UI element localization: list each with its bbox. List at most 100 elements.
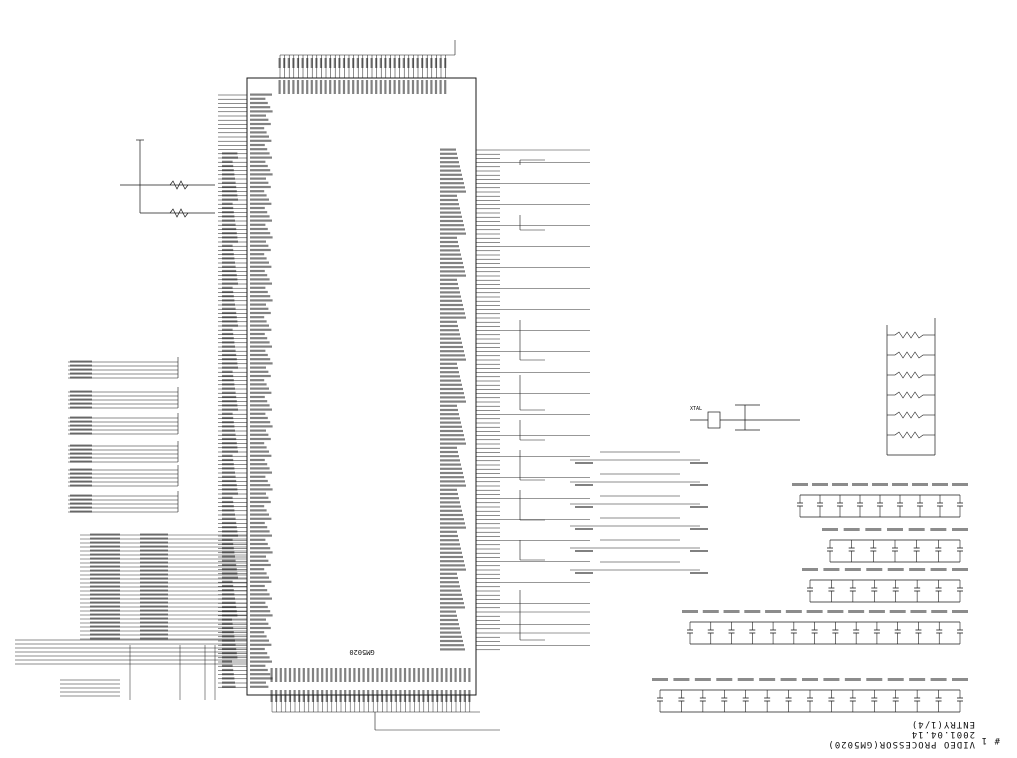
pin-label-glyph [352, 80, 355, 94]
pin-label-glyph [222, 551, 235, 554]
pin-label-glyph [250, 542, 268, 546]
pin-label-glyph [222, 618, 232, 621]
pin-label-glyph [440, 631, 461, 634]
pin-label-glyph [384, 58, 387, 68]
crystal-oscillator: XTAL [690, 404, 800, 431]
pin-label-glyph [575, 484, 593, 486]
title-block: # 1 VIDEO PROCESSOR(GM5020) 2001.04.14 E… [827, 719, 1000, 749]
pin-label-glyph [250, 685, 269, 688]
pin-label-glyph [334, 668, 338, 682]
pin-label-glyph [440, 261, 463, 265]
capacitor-label-glyph [759, 678, 776, 681]
pin-label-glyph [250, 374, 271, 378]
pin-label-glyph [222, 492, 238, 495]
pin-label-glyph [440, 341, 462, 344]
pin-label-glyph [388, 58, 392, 68]
pin-label-glyph [440, 404, 457, 407]
pin-label-glyph [311, 668, 315, 682]
pin-label-glyph [440, 177, 463, 181]
pin-label-glyph [344, 668, 347, 682]
capacitor-label-glyph [872, 483, 888, 486]
pin-label-glyph [250, 467, 270, 470]
pin-label-glyph [250, 93, 272, 96]
pin-label-glyph [250, 379, 265, 382]
pin-label-glyph [140, 569, 168, 572]
pin-label-glyph [222, 387, 235, 390]
pin-label-glyph [90, 545, 120, 548]
capacitor-label-glyph [930, 528, 947, 531]
pin-label-glyph [250, 148, 268, 151]
pin-label-glyph [342, 80, 346, 94]
pin-label-glyph [440, 278, 457, 281]
pin-label-glyph [222, 345, 235, 348]
pin-label-glyph [339, 668, 342, 682]
pin-label-glyph [222, 454, 233, 457]
pin-label-glyph [440, 253, 461, 256]
pin-label-glyph [70, 416, 92, 419]
pin-label-glyph [440, 362, 457, 365]
pin-label-glyph [440, 169, 461, 172]
pin-label-glyph [250, 127, 265, 130]
capacitor-label-glyph [832, 483, 848, 486]
pin-label-glyph [250, 551, 273, 554]
pin-label-glyph [222, 580, 233, 583]
pin-label-glyph [70, 372, 92, 375]
capacitor-label-glyph [694, 678, 711, 681]
pin-label-glyph [440, 564, 465, 567]
pin-label-glyph [222, 307, 236, 310]
pin-label-glyph [222, 202, 233, 205]
pin-label-glyph [250, 366, 266, 369]
pin-label-glyph [440, 690, 443, 702]
pin-label-glyph [440, 610, 456, 613]
pin-label-glyph [250, 471, 272, 474]
pin-label-glyph [90, 573, 120, 576]
pin-label-glyph [250, 286, 266, 289]
pin-label-glyph [250, 156, 272, 159]
pin-label-glyph [90, 557, 120, 560]
pin-label-glyph [454, 668, 457, 682]
pin-label-glyph [440, 543, 460, 546]
pin-label-glyph [440, 245, 459, 248]
pin-label-glyph [440, 383, 462, 386]
pin-label-glyph [222, 412, 233, 415]
pin-label-glyph [222, 198, 238, 201]
pin-label-glyph [399, 668, 402, 682]
pin-label-glyph [222, 257, 235, 260]
pin-label-glyph [222, 328, 233, 331]
pin-label-glyph [70, 402, 92, 405]
pin-label-glyph [70, 398, 92, 401]
pin-label-glyph [250, 458, 265, 462]
pin-label-glyph [440, 668, 443, 682]
capacitor-label-glyph [865, 528, 882, 531]
pin-label-glyph [222, 211, 234, 214]
pin-label-glyph [375, 80, 378, 94]
pin-label-glyph [408, 668, 411, 682]
capacitor-label-glyph [652, 678, 668, 681]
pin-label-glyph [440, 438, 465, 441]
pin-label-glyph [440, 299, 462, 302]
pin-label-glyph [325, 668, 328, 682]
pin-label-glyph [334, 690, 338, 702]
pin-label-glyph [90, 633, 120, 636]
pin-label-glyph [324, 80, 327, 94]
schematic-pin-labels [70, 58, 708, 702]
pin-label-glyph [440, 551, 462, 554]
pin-label-glyph [440, 639, 463, 643]
pin-label-glyph [250, 589, 268, 592]
pin-label-glyph [222, 173, 235, 176]
pin-label-glyph [440, 623, 459, 626]
pin-label-glyph [250, 454, 272, 457]
pin-label-glyph [90, 537, 120, 540]
pin-label-glyph [250, 122, 271, 126]
pin-label-glyph [330, 668, 333, 682]
pin-label-glyph [440, 421, 461, 424]
pin-label-glyph [440, 455, 459, 458]
pin-label-glyph [367, 690, 370, 702]
pin-label-glyph [575, 550, 593, 552]
pin-label-glyph [440, 371, 459, 374]
pin-label-glyph [222, 479, 237, 483]
pin-label-glyph [440, 530, 457, 533]
pin-label-glyph [250, 198, 269, 201]
pin-label-glyph [440, 337, 461, 340]
capacitor-label-glyph [952, 678, 968, 681]
